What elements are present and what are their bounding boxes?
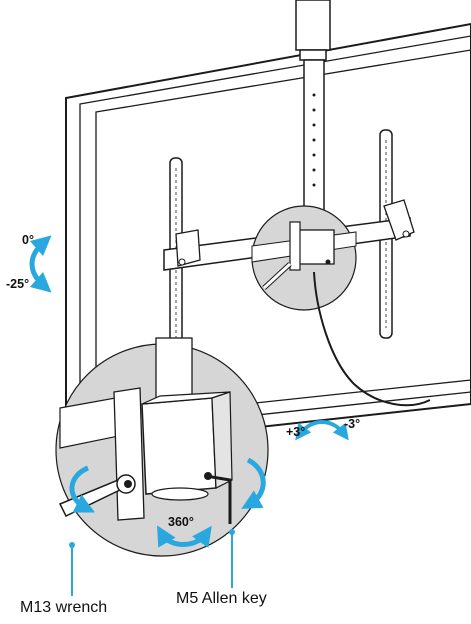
lower-detail-circle: [55, 337, 269, 557]
tilt-arrow: [29, 235, 52, 293]
m13-wrench-label: M13 wrench: [20, 599, 108, 616]
callout-lines: [69, 529, 235, 596]
adjust-arrows: [69, 457, 266, 548]
swivel-plus-label: +3°: [286, 425, 306, 439]
power-cable: [313, 271, 431, 407]
rotation-label: 360°: [168, 515, 194, 529]
ceiling-pole: [295, 0, 331, 229]
swivel-minus-label: -3°: [344, 417, 361, 431]
swivel-arrow: [295, 420, 349, 441]
upper-detail-circle: [251, 205, 357, 311]
tilt-bottom-label: -25°: [6, 277, 30, 291]
tilt-top-label: 0°: [22, 233, 34, 247]
m5-allen-key-label: M5 Allen key: [176, 590, 267, 607]
